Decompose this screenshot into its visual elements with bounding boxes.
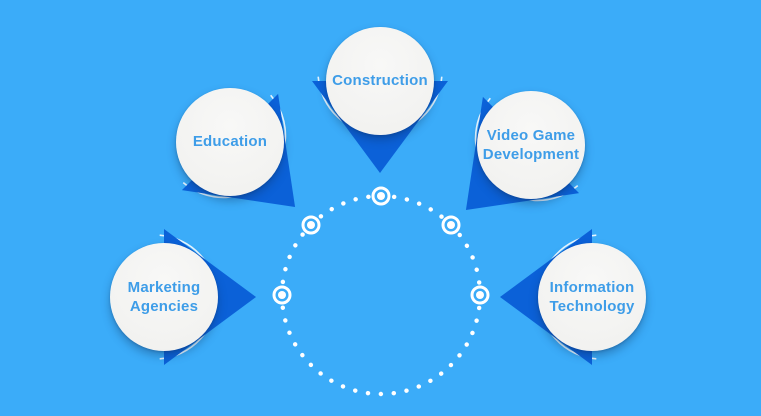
node-label-video-game-development: Video Game Development (482, 126, 580, 164)
ring-marker-dot (476, 291, 484, 299)
node-marketing-agencies: Marketing Agencies (110, 243, 218, 351)
ring-marker-dot (377, 192, 385, 200)
node-construction: Construction (326, 27, 434, 135)
ring-marker-icon (301, 215, 321, 235)
node-label-education: Education (192, 133, 268, 151)
node-education: Education (176, 88, 284, 196)
ring-marker-icon (470, 285, 490, 305)
ring-marker-right (470, 285, 490, 305)
node-video-game-development: Video Game Development (477, 91, 585, 199)
ring-marker-upper-right (441, 215, 461, 235)
ring-marker-icon (272, 285, 292, 305)
ring-marker-left (272, 285, 292, 305)
node-label-information-technology: Information Technology (549, 278, 635, 316)
ring-marker-dot (307, 221, 315, 229)
ring-marker-icon (441, 215, 461, 235)
ring-marker-dot (447, 221, 455, 229)
ring-marker-top (371, 186, 391, 206)
ring-marker-upper-left (301, 215, 321, 235)
ring-marker-icon (371, 186, 391, 206)
ring-marker-dot (278, 291, 286, 299)
node-information-technology: Information Technology (538, 243, 646, 351)
node-label-construction: Construction (332, 72, 428, 90)
node-label-marketing-agencies: Marketing Agencies (127, 278, 201, 316)
